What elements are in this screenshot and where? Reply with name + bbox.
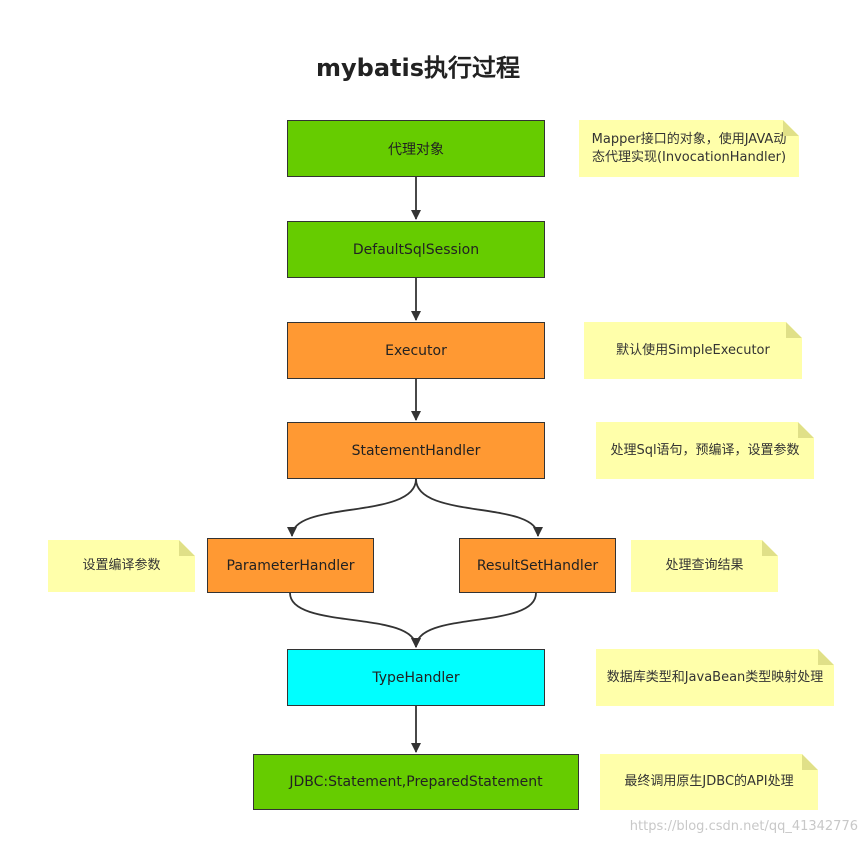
note-type-handler-text: 数据库类型和JavaBean类型映射处理 <box>606 669 824 685</box>
node-resultset-handler-label: ResultSetHandler <box>476 557 599 574</box>
arrow-parameter-to-typehandler <box>289 592 421 648</box>
node-proxy: 代理对象 <box>287 120 545 177</box>
note-executor: 默认使用SimpleExecutor <box>584 322 802 379</box>
node-resultset-handler: ResultSetHandler <box>459 538 616 593</box>
note-jdbc: 最终调用原生JDBC的API处理 <box>600 754 818 810</box>
note-resultset-handler: 处理查询结果 <box>631 540 778 592</box>
note-resultset-handler-text: 处理查询结果 <box>665 558 744 573</box>
node-executor: Executor <box>287 322 545 379</box>
node-jdbc: JDBC:Statement,PreparedStatement <box>253 754 579 810</box>
note-executor-text: 默认使用SimpleExecutor <box>616 342 770 358</box>
node-type-handler: TypeHandler <box>287 649 545 706</box>
node-session: DefaultSqlSession <box>287 221 545 278</box>
arrow-resultset-to-typehandler <box>411 592 537 648</box>
note-parameter-handler: 设置编译参数 <box>48 540 195 592</box>
note-parameter-handler-text: 设置编译参数 <box>82 558 161 573</box>
note-proxy: Mapper接口的对象，使用JAVA动态代理实现(InvocationHandl… <box>579 120 799 177</box>
note-proxy-text: Mapper接口的对象，使用JAVA动态代理实现(InvocationHandl… <box>591 131 787 165</box>
note-statement-handler-text: 处理Sql语句，预编译，设置参数 <box>610 442 800 458</box>
node-statement-handler: StatementHandler <box>287 422 545 479</box>
node-parameter-handler-label: ParameterHandler <box>226 557 355 574</box>
node-jdbc-label: JDBC:Statement,PreparedStatement <box>289 774 543 790</box>
node-proxy-label: 代理对象 <box>388 141 444 158</box>
diagram-title: mybatis执行过程 <box>315 54 520 82</box>
node-session-label: DefaultSqlSession <box>352 241 480 258</box>
note-statement-handler: 处理Sql语句，预编译，设置参数 <box>596 422 814 479</box>
node-type-handler-label: TypeHandler <box>372 669 460 686</box>
node-statement-handler-label: StatementHandler <box>351 442 481 459</box>
note-type-handler: 数据库类型和JavaBean类型映射处理 <box>596 649 834 706</box>
node-executor-label: Executor <box>385 342 447 359</box>
arrow-statement-to-resultset <box>415 478 543 537</box>
note-jdbc-text: 最终调用原生JDBC的API处理 <box>624 774 794 789</box>
node-parameter-handler: ParameterHandler <box>207 538 374 593</box>
watermark: https://blog.csdn.net/qq_41342776 <box>629 819 858 834</box>
arrow-statement-to-parameter <box>287 478 417 537</box>
